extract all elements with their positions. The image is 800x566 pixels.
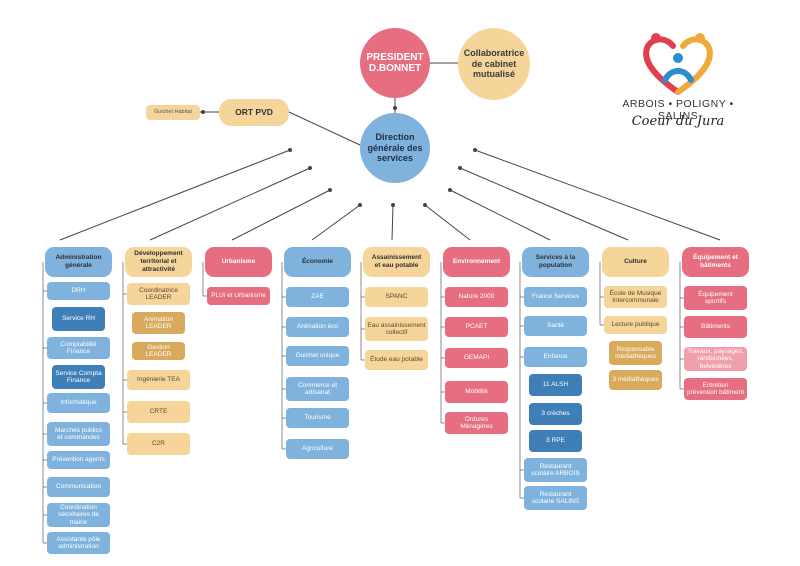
column-item: Restaurant scolaire ARBOIS <box>524 458 587 482</box>
logo-tagline: Coeur du Jura <box>631 114 725 129</box>
column-item: Prévention agents <box>47 451 110 469</box>
column-item: Équipement sportifs <box>684 286 747 310</box>
connector-arrow-dot <box>473 148 477 152</box>
column-header: Urbanisme <box>205 247 272 277</box>
connector-arrow-dot <box>288 148 292 152</box>
guichet-habitat-node: Guichet Habitat <box>146 105 200 120</box>
column-item: Travaux, paysages, randonnées, belvédère… <box>684 347 747 371</box>
column-item: Communication <box>47 477 110 497</box>
sub-item: 3 crèches <box>529 403 582 425</box>
sub-item: Gestion LEADER <box>132 342 185 360</box>
column-header: Développement territorial et attractivit… <box>125 247 192 277</box>
column-item: Coordination secrétaires de mairie <box>47 503 110 527</box>
column-item: Tourisme <box>286 408 349 428</box>
connector-arrow-dot <box>358 203 362 207</box>
column-item: PLUi et Urbanisme <box>207 287 270 305</box>
column-item: C2R <box>127 433 190 455</box>
heart-people-icon <box>643 33 713 95</box>
sub-item: 3 médiathèques <box>609 370 662 390</box>
column-header: Équipement et bâtiments <box>682 247 749 277</box>
fan-connector <box>149 167 311 241</box>
connector-arrow-dot <box>308 166 312 170</box>
column-header: Économie <box>284 247 351 277</box>
column-header: Assainissement et eau potable <box>363 247 430 277</box>
column-item: Comptabilité Finance <box>47 337 110 359</box>
fan-connector <box>449 189 551 241</box>
fan-connector <box>424 204 471 241</box>
collaboratrice-node: Collaboratrice de cabinet mutualisé <box>458 28 530 100</box>
connector-arrow-dot <box>448 188 452 192</box>
column-item: Assistante pôle administration <box>47 532 110 554</box>
sub-item: Responsable médiathèques <box>609 341 662 365</box>
sub-item: Service Compta Finance <box>52 365 105 389</box>
column-item: Ingénierie TEA <box>127 370 190 390</box>
column-header: Administration générale <box>45 247 112 277</box>
sub-item: 11 ALSH <box>529 374 582 396</box>
connector-arrow-dot <box>201 110 205 114</box>
column-item: Entretien prévention bâtiment <box>684 378 747 400</box>
column-item: Restaurant scolaire SALINS <box>524 486 587 510</box>
connector-arrow-dot <box>458 166 462 170</box>
column-item: Santé <box>524 316 587 336</box>
column-item: Agriculture <box>286 439 349 459</box>
column-item: France Services <box>524 287 587 307</box>
column-item: Mobilité <box>445 381 508 403</box>
column-header: Culture <box>602 247 669 277</box>
direction-ort-connector <box>288 111 361 146</box>
ort-pvd-node: ORT PVD <box>219 99 289 126</box>
fan-connector <box>311 204 361 241</box>
connector-arrow-dot <box>328 188 332 192</box>
connector-arrow-dot <box>423 203 427 207</box>
column-item: Eau assainissement collectif <box>365 317 428 341</box>
logo-brand-text: ARBOIS • POLIGNY • SALINS <box>622 98 734 122</box>
column-item: Étude eau potable <box>365 350 428 370</box>
fan-connector <box>459 167 629 241</box>
column-item: Marchés publics et commandes <box>47 422 110 446</box>
direction-node: Direction générale des services <box>360 113 430 183</box>
logo: ARBOIS • POLIGNY • SALINS Coeur du Jura <box>603 30 753 135</box>
fan-connector <box>391 204 394 241</box>
column-item: Ordures Ménagères <box>445 412 508 434</box>
column-item: Enfance <box>524 347 587 367</box>
fan-connector <box>231 189 331 241</box>
column-header: Environnement <box>443 247 510 277</box>
column-item: Commerce et artisanat <box>286 377 349 401</box>
column-item: Nature 2000 <box>445 287 508 307</box>
connector-arrow-dot <box>391 203 395 207</box>
sub-item: Service RH <box>52 307 105 331</box>
column-item: École de Musique Intercommunale <box>604 286 667 308</box>
column-item: Animation éco <box>286 317 349 337</box>
column-item: Informatique <box>47 393 110 413</box>
president-node: PRESIDENT D.BONNET <box>360 28 430 98</box>
column-item: PCAET <box>445 317 508 337</box>
column-item: DRH <box>47 282 110 300</box>
column-item: CRTE <box>127 401 190 423</box>
connector-arrow-dot <box>393 106 397 110</box>
sub-item: 3 RPE <box>529 430 582 452</box>
column-item: GEMAPI <box>445 348 508 368</box>
column-item: Lecture publique <box>604 316 667 334</box>
column-item: SPANC <box>365 287 428 307</box>
fan-connector <box>474 149 721 241</box>
fan-connector <box>59 149 291 241</box>
column-item: Bâtiments <box>684 316 747 338</box>
column-item: ZAE <box>286 287 349 307</box>
sub-item: Animation LEADER <box>132 312 185 334</box>
column-item: Guichet unique <box>286 346 349 366</box>
column-item: Coordinatrice LEADER <box>127 283 190 305</box>
column-header: Services à la population <box>522 247 589 277</box>
